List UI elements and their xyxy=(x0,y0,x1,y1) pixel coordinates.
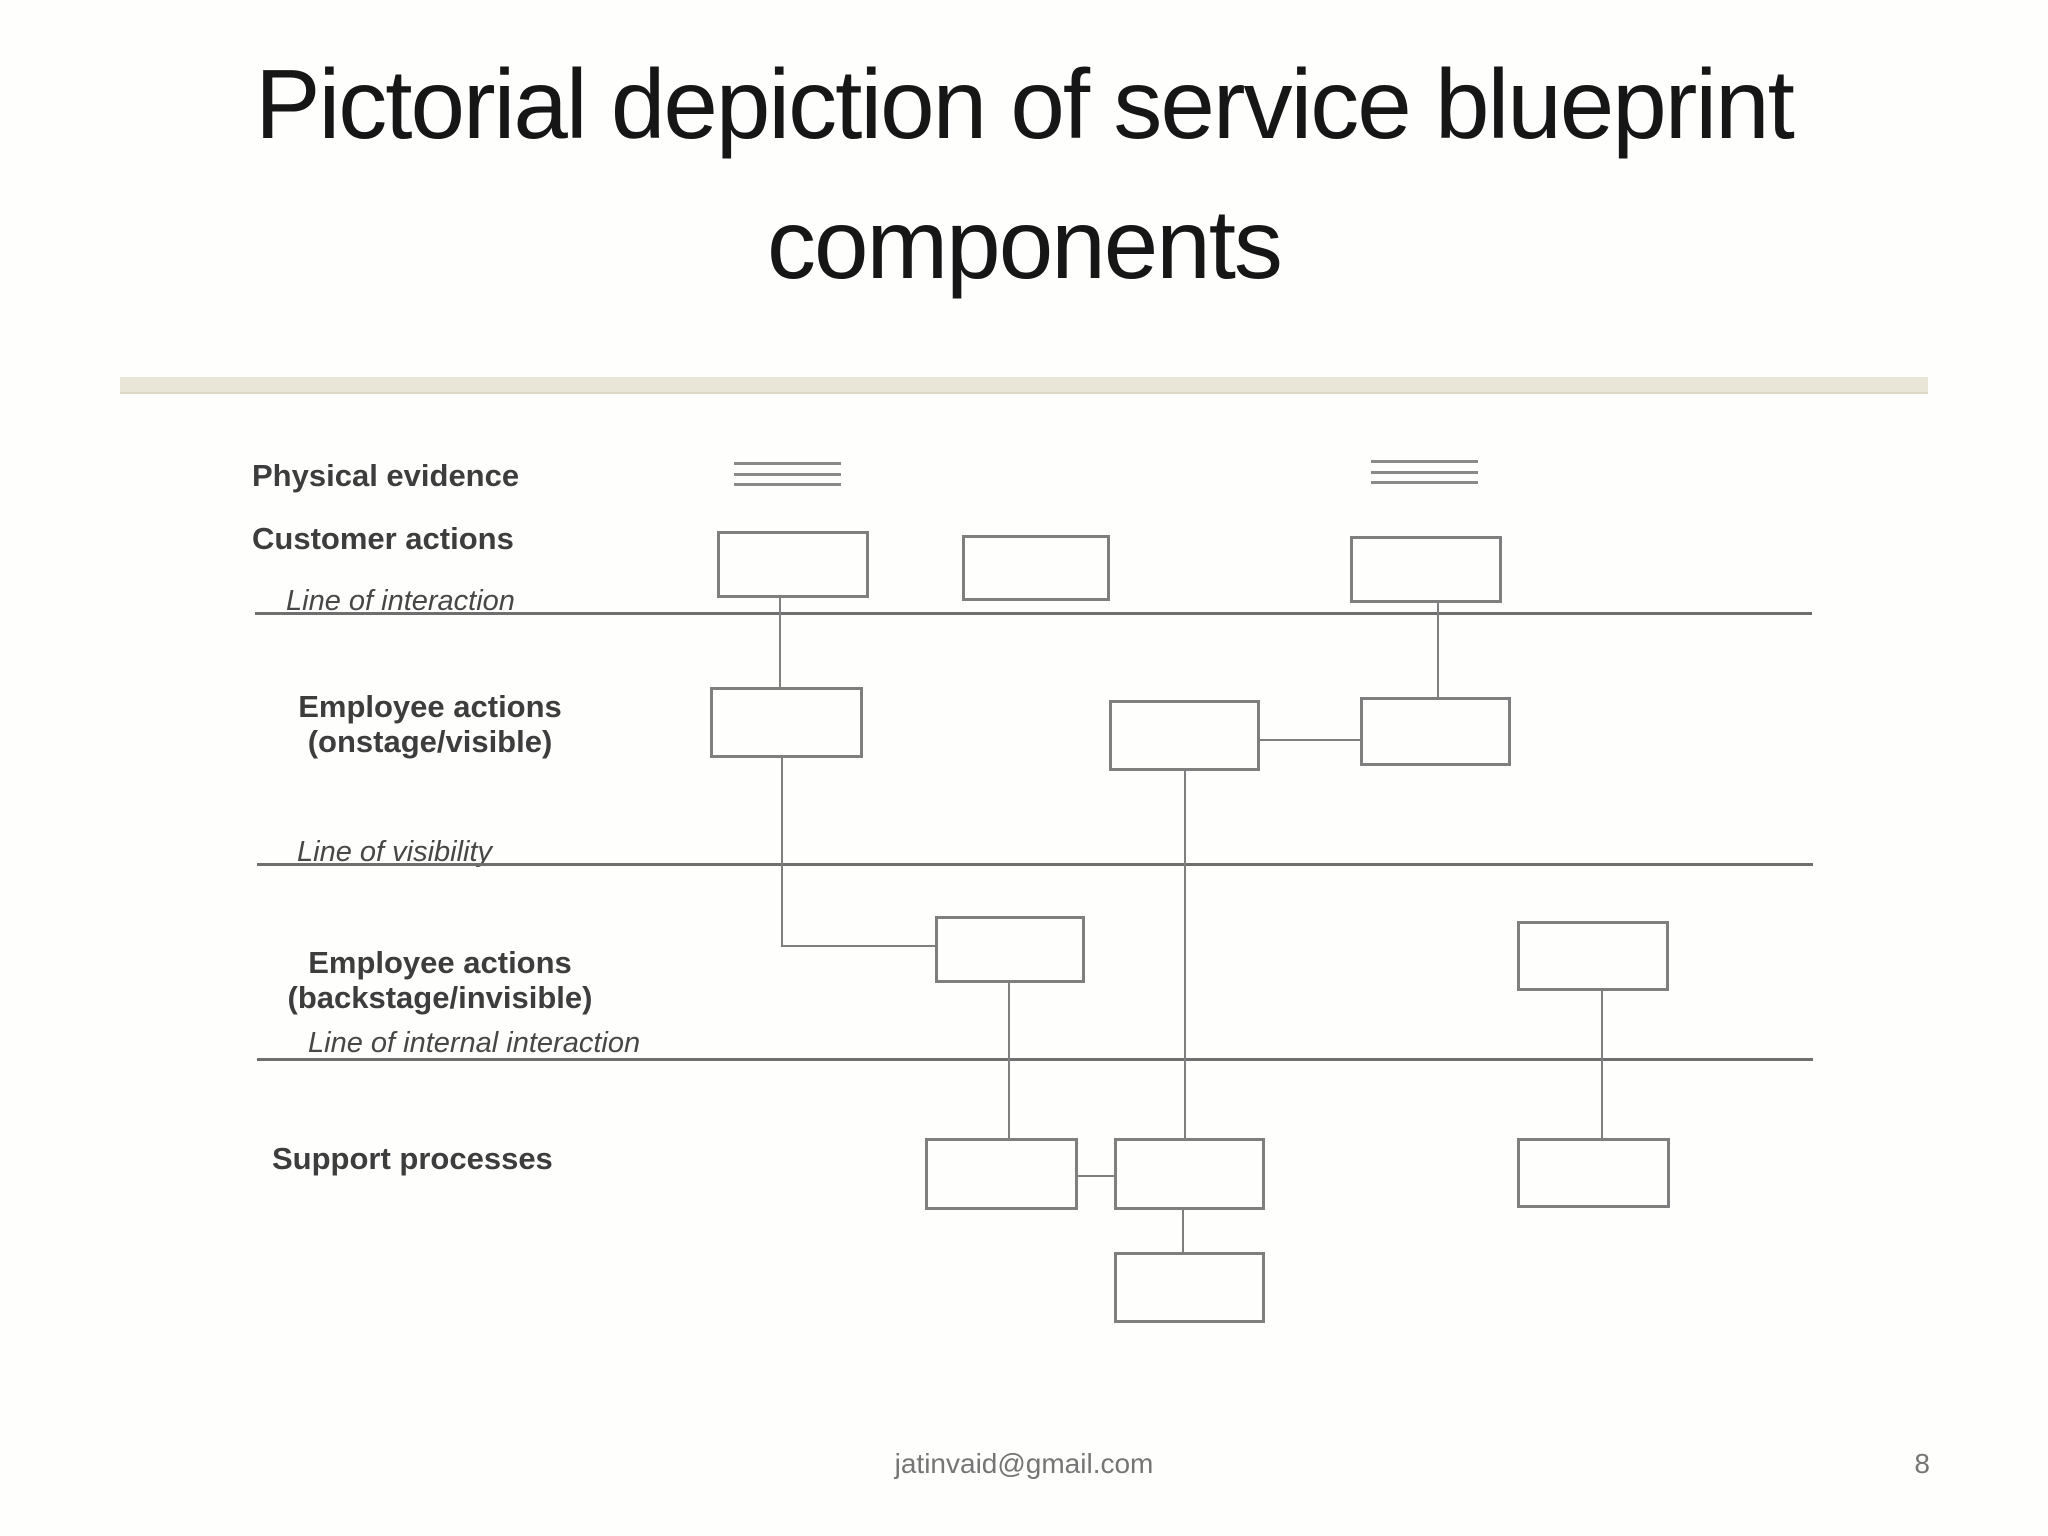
customer-action-box-3 xyxy=(1350,536,1502,603)
customer-action-box-1 xyxy=(717,531,869,598)
slide-title: Pictorial depiction of service blueprint… xyxy=(0,34,2048,314)
slide-title-line-2: components xyxy=(767,189,1283,299)
icon-line xyxy=(1371,470,1478,474)
customer-action-box-2 xyxy=(962,535,1110,601)
connector-support1-support2 xyxy=(1078,1175,1114,1177)
icon-line xyxy=(734,462,841,465)
label-employee-actions-backstage-line-1: Employee actions xyxy=(308,945,572,980)
icon-line xyxy=(734,472,841,476)
backstage-employee-box-2 xyxy=(1517,921,1669,991)
icon-line xyxy=(734,483,841,486)
connector-customer3-onstage3 xyxy=(1437,603,1439,698)
label-employee-actions-backstage: Employee actions (backstage/invisible) xyxy=(230,945,650,1015)
label-employee-actions-backstage-line-2: (backstage/invisible) xyxy=(287,980,593,1015)
backstage-employee-box-1 xyxy=(935,916,1085,983)
footer-email: jatinvaid@gmail.com xyxy=(894,1448,1154,1479)
label-customer-actions: Customer actions xyxy=(252,521,514,556)
connector-onstage2-onstage3 xyxy=(1260,739,1360,741)
support-process-box-4 xyxy=(1114,1252,1265,1323)
connector-backstage2-support3 xyxy=(1601,991,1603,1138)
label-employee-actions-onstage-line-2: (onstage/visible) xyxy=(307,724,553,759)
icon-line xyxy=(1371,460,1478,463)
line-of-internal-interaction-rule xyxy=(257,1058,1813,1061)
support-process-box-2 xyxy=(1114,1138,1265,1210)
label-physical-evidence: Physical evidence xyxy=(252,458,520,493)
label-employee-actions-onstage: Employee actions (onstage/visible) xyxy=(230,689,630,759)
connector-onstage1-backstage1 xyxy=(781,945,935,947)
label-support-processes: Support processes xyxy=(272,1141,553,1176)
label-line-of-visibility: Line of visibility xyxy=(297,836,493,868)
onstage-employee-box-3 xyxy=(1360,697,1511,766)
connector-onstage1-down xyxy=(781,758,783,947)
onstage-employee-box-2 xyxy=(1109,700,1260,771)
label-employee-actions-onstage-line-1: Employee actions xyxy=(298,689,562,724)
line-of-visibility-rule xyxy=(257,863,1813,866)
icon-line xyxy=(1371,481,1478,484)
onstage-employee-box-1 xyxy=(710,687,863,758)
connector-customer1-onstage1 xyxy=(779,598,781,688)
slide-title-line-1: Pictorial depiction of service blueprint xyxy=(255,49,1795,159)
document-lines-icon xyxy=(1371,460,1478,484)
support-process-box-1 xyxy=(925,1138,1078,1210)
line-of-interaction-rule xyxy=(255,612,1812,615)
connector-support2-support4 xyxy=(1182,1210,1184,1252)
connector-onstage2-support2 xyxy=(1184,771,1186,1138)
support-process-box-3 xyxy=(1517,1138,1670,1208)
divider-bar xyxy=(120,377,1928,394)
label-line-of-interaction: Line of interaction xyxy=(286,585,515,617)
connector-backstage1-support1 xyxy=(1008,983,1010,1138)
page-number: 8 xyxy=(1914,1448,1930,1479)
document-lines-icon xyxy=(734,462,841,486)
label-line-of-internal-interaction: Line of internal interaction xyxy=(308,1027,641,1059)
